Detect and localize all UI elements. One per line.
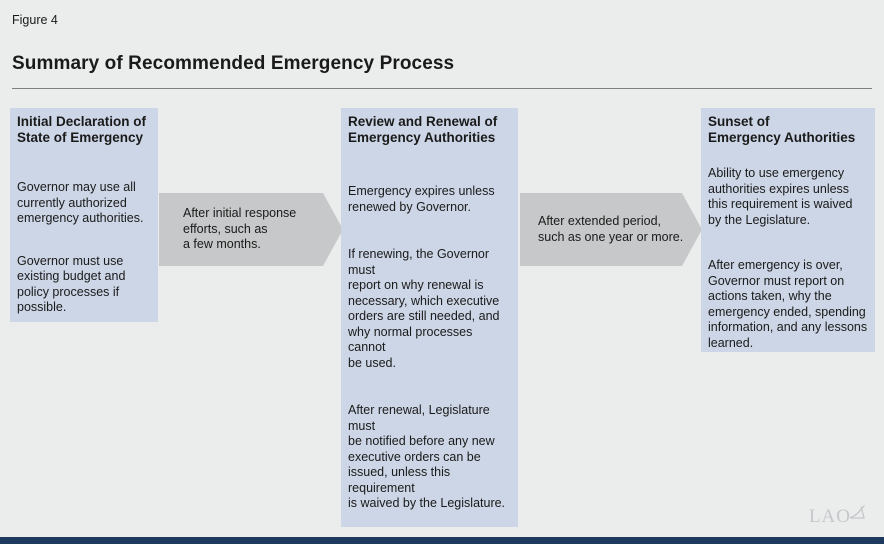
figure-label: Figure 4: [12, 13, 58, 27]
arrow-initial-to-review: After initial response efforts, such as …: [159, 193, 343, 266]
box-review-renewal-paragraph: If renewing, the Governor must report on…: [348, 247, 500, 370]
lao-logo: LAO: [809, 504, 866, 528]
lao-logo-text: LAO: [808, 506, 851, 527]
box-sunset-title: Sunset of Emergency Authorities: [708, 114, 856, 146]
title-rule: [12, 88, 872, 89]
box-initial-declaration-paragraph: Governor may use all currently authorize…: [17, 180, 144, 226]
lao-quill-icon: [849, 504, 866, 526]
box-sunset-paragraph: Ability to use emergency authorities exp…: [708, 166, 853, 227]
arrow-initial-to-review-label: After initial response efforts, such as …: [183, 206, 297, 252]
footer-bar: [0, 537, 884, 544]
box-initial-declaration: Initial Declaration of State of Emergenc…: [10, 108, 158, 322]
figure-title: Summary of Recommended Emergency Process: [12, 53, 455, 74]
box-review-renewal: Review and Renewal of Emergency Authorit…: [341, 108, 518, 527]
box-initial-declaration-paragraph: Governor must use existing budget and po…: [17, 253, 126, 315]
arrow-review-to-sunset-label: After extended period, such as one year …: [538, 214, 684, 244]
box-review-renewal-paragraph: After renewal, Legislature must be notif…: [348, 403, 506, 511]
box-review-renewal-title: Review and Renewal of Emergency Authorit…: [348, 114, 498, 146]
box-initial-declaration-title: Initial Declaration of State of Emergenc…: [17, 114, 147, 146]
arrow-review-to-sunset: After extended period, such as one year …: [520, 193, 702, 266]
box-review-renewal-paragraph: Emergency expires unless renewed by Gove…: [348, 184, 495, 214]
box-sunset-paragraph: After emergency is over, Governor must r…: [708, 258, 868, 350]
box-sunset: Sunset of Emergency Authorities Ability …: [701, 108, 875, 352]
